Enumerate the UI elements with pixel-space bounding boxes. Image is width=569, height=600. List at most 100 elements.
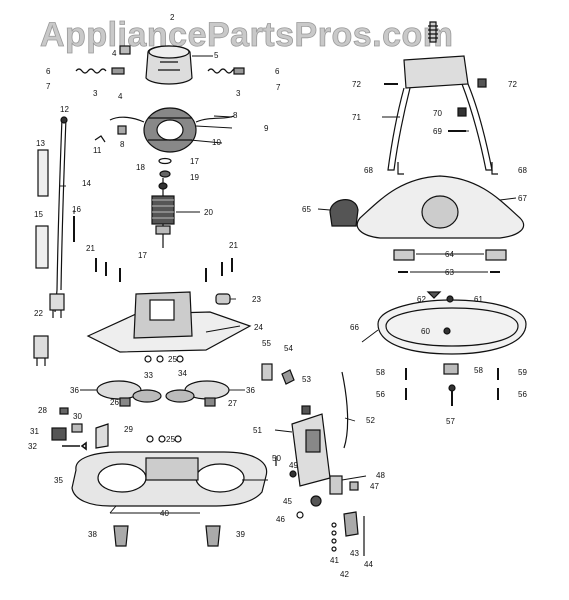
part-switch-assembly-51[interactable] (291, 413, 331, 487)
part-power-cord[interactable] (54, 116, 68, 313)
part-clip-11[interactable] (94, 135, 106, 143)
part-46[interactable] (296, 511, 304, 519)
part-32[interactable] (62, 441, 87, 451)
part-washer-17[interactable] (158, 157, 172, 165)
part-47[interactable] (349, 481, 359, 491)
part-trim-64-right[interactable] (485, 249, 507, 261)
part-hood[interactable] (356, 175, 525, 239)
part-strain-relief-13[interactable] (37, 149, 49, 197)
part-62[interactable] (426, 291, 442, 299)
part-gear-34[interactable] (165, 389, 195, 403)
part-48[interactable] (329, 475, 343, 495)
part-bushing-23[interactable] (215, 293, 231, 305)
callout-51: 51 (253, 426, 262, 435)
part-31[interactable] (51, 427, 67, 441)
part-gear-housing[interactable] (71, 451, 268, 507)
part-55[interactable] (261, 363, 273, 381)
part-motor-mount-plate[interactable] (86, 291, 252, 353)
callout-66: 66 (350, 323, 359, 332)
callout-17: 17 (190, 157, 199, 166)
part-field-coil[interactable] (109, 107, 235, 153)
callout-21-right: 21 (229, 241, 238, 250)
part-61[interactable] (446, 295, 454, 303)
callout-28: 28 (38, 406, 47, 415)
callout-18: 18 (136, 163, 145, 172)
part-brush-8[interactable] (117, 125, 127, 135)
part-58-center[interactable] (443, 363, 459, 375)
callout-3-left: 3 (93, 89, 98, 98)
part-headlight-65[interactable] (329, 199, 359, 227)
part-pin-right[interactable] (233, 67, 245, 75)
part-68-right[interactable] (491, 162, 498, 175)
callout-55: 55 (262, 339, 271, 348)
part-53[interactable] (301, 405, 311, 415)
part-49[interactable] (289, 470, 297, 478)
callout-9: 9 (264, 124, 269, 133)
callout-29: 29 (124, 425, 133, 434)
part-gear-33[interactable] (132, 389, 162, 403)
part-bracket-4[interactable] (119, 45, 131, 55)
callout-6-left: 6 (46, 67, 51, 76)
part-spring-left[interactable] (75, 68, 107, 74)
part-plug-22[interactable] (33, 335, 49, 366)
callout-40: 40 (160, 509, 169, 518)
callout-25-lower: 25 (166, 435, 175, 444)
callout-47: 47 (370, 482, 379, 491)
part-pin-left[interactable] (111, 67, 125, 75)
part-28[interactable] (59, 407, 69, 415)
part-screws-21-left[interactable] (95, 258, 121, 282)
part-45[interactable] (310, 495, 322, 507)
callout-16: 16 (72, 205, 81, 214)
part-60[interactable] (443, 327, 451, 335)
callout-25-upper: 25 (168, 355, 177, 364)
callout-42: 42 (340, 570, 349, 579)
part-30[interactable] (71, 423, 83, 433)
part-handle-bracket[interactable] (387, 55, 493, 171)
callout-52: 52 (366, 416, 375, 425)
callout-63: 63 (445, 268, 454, 277)
callout-26: 26 (110, 398, 119, 407)
callout-50: 50 (272, 454, 281, 463)
callout-72-left: 72 (352, 80, 361, 89)
part-pulley-26[interactable] (119, 397, 131, 407)
callout-56-left: 56 (376, 390, 385, 399)
callout-60: 60 (421, 327, 430, 336)
part-armature[interactable] (151, 178, 175, 248)
part-bearing-19[interactable] (159, 170, 171, 178)
part-brush-38[interactable] (113, 525, 129, 547)
callout-36-right: 36 (246, 386, 255, 395)
callout-43: 43 (350, 549, 359, 558)
part-54[interactable] (281, 369, 295, 385)
part-washers-25-lower[interactable] (146, 435, 182, 443)
callout-14: 14 (82, 179, 91, 188)
part-pulley-27[interactable] (204, 397, 216, 407)
part-wire-52[interactable] (341, 371, 349, 449)
part-screw-top[interactable] (428, 21, 438, 43)
part-washers-25-upper[interactable] (144, 355, 184, 363)
part-spring-right[interactable] (207, 68, 239, 74)
callout-39: 39 (236, 530, 245, 539)
callout-48: 48 (376, 471, 385, 480)
part-motor-top-housing[interactable] (145, 45, 193, 85)
callout-64: 64 (445, 250, 454, 259)
callout-13: 13 (36, 139, 45, 148)
part-43[interactable] (343, 511, 359, 537)
part-screws-21-right[interactable] (205, 258, 233, 282)
callout-34: 34 (178, 369, 187, 378)
part-nut-72-right[interactable] (477, 78, 487, 88)
part-41-42[interactable] (331, 522, 337, 552)
callout-27: 27 (228, 399, 237, 408)
part-brush-39[interactable] (205, 525, 221, 547)
part-screw-57[interactable] (448, 384, 456, 406)
part-switch-29[interactable] (95, 423, 109, 449)
callout-65: 65 (302, 205, 311, 214)
callout-67: 67 (518, 194, 527, 203)
part-68-left[interactable] (397, 162, 404, 175)
part-trim-64-left[interactable] (393, 249, 415, 261)
callout-21-left: 21 (86, 244, 95, 253)
part-strain-relief-15[interactable] (35, 225, 49, 269)
part-70[interactable] (457, 107, 467, 117)
callout-23: 23 (252, 295, 261, 304)
part-bumper-ring[interactable] (377, 299, 527, 355)
part-plug[interactable] (49, 293, 65, 318)
